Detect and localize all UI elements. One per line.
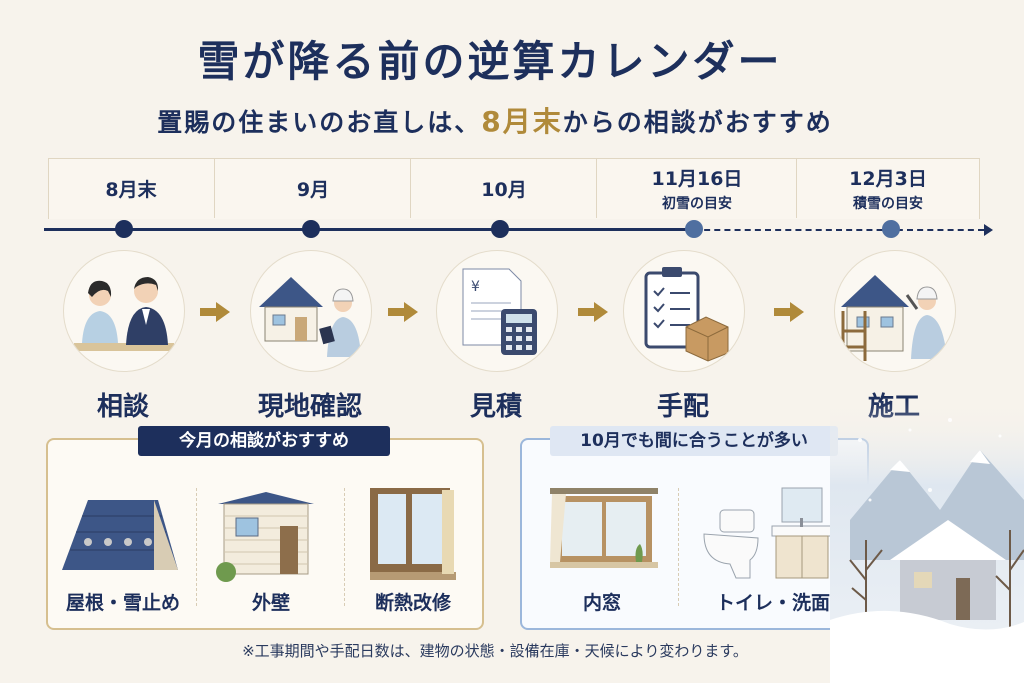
toilet-sink-icon (703, 487, 833, 579)
timeline-dot (491, 220, 509, 238)
recommend-item-label: 断熱改修 (374, 592, 451, 614)
timeline-axis-solid (44, 228, 694, 231)
divider (196, 488, 197, 606)
timeline-dot (685, 220, 703, 238)
timeline-date: 10月 (481, 178, 527, 201)
divider (678, 488, 679, 606)
inner-window-icon (550, 488, 658, 568)
timeline-dot (115, 220, 133, 238)
subtitle-highlight: 8月末 (481, 105, 563, 138)
snowy-house-illustration (830, 400, 1024, 683)
timeline-cell-4: 11月16日 初雪の目安 (596, 158, 797, 218)
timeline-header (48, 158, 980, 219)
timeline-date: 9月 (296, 178, 330, 201)
october-item-label: トイレ・洗面 (715, 592, 830, 614)
timeline-cell-5: 12月3日 積雪の目安 (796, 158, 979, 218)
arrangement-icon (623, 250, 745, 372)
insulation-window-icon (370, 488, 456, 580)
october-item-label: 内窓 (582, 592, 621, 614)
step-label-arrangement: 手配 (656, 392, 709, 422)
step-label-estimate: 見積 (469, 392, 522, 422)
next-arrow-icon (578, 302, 608, 322)
construction-icon (834, 250, 956, 372)
roof-icon (62, 500, 178, 570)
timeline-date: 12月3日 (849, 167, 927, 190)
timeline-arrow-icon (984, 224, 993, 236)
timeline-cell-1: 8月末 (48, 158, 214, 218)
timeline-dot (882, 220, 900, 238)
october-box: 10月でも間に合うことが多い 内窓 トイレ・洗面 (520, 426, 869, 630)
next-arrow-icon (388, 302, 418, 322)
recommend-box-heading: 今月の相談がおすすめ (138, 426, 390, 456)
page-title: 雪が降る前の逆算カレンダー (197, 37, 783, 86)
next-arrow-icon (200, 302, 230, 322)
next-arrow-icon (774, 302, 804, 322)
timeline-date: 8月末 (105, 178, 157, 201)
timeline-cell-3: 10月 (410, 158, 597, 218)
site-inspection-icon (250, 250, 372, 372)
step-label-consultation: 相談 (96, 392, 149, 422)
timeline-note: 初雪の目安 (662, 195, 732, 212)
timeline-note: 積雪の目安 (853, 195, 923, 212)
exterior-wall-icon (216, 492, 314, 582)
svg-text:¥: ¥ (471, 279, 480, 295)
footnote: ※工事期間や手配日数は、建物の状態・設備在庫・天候により変わります。 (242, 642, 748, 660)
timeline-dot (302, 220, 320, 238)
step-label-site-inspection: 現地確認 (257, 392, 362, 422)
timeline-date: 11月16日 (651, 167, 743, 190)
recommend-box: 今月の相談がおすすめ 屋根・雪止め 外壁 断熱改修 (46, 426, 484, 630)
timeline-axis-dashed (694, 229, 984, 231)
subtitle-before: 置賜の住まいのお直しは、 (157, 108, 482, 137)
recommend-item-label: 屋根・雪止め (65, 592, 180, 614)
estimate-icon: ¥ (436, 250, 558, 372)
page-subtitle: 置賜の住まいのお直しは、8月末からの相談がおすすめ (0, 100, 990, 140)
divider (344, 488, 345, 606)
october-box-heading: 10月でも間に合うことが多い (550, 426, 838, 456)
consultation-icon (63, 250, 185, 372)
recommend-item-label: 外壁 (251, 592, 290, 614)
subtitle-after: からの相談がおすすめ (562, 108, 833, 137)
timeline-cell-2: 9月 (214, 158, 411, 218)
